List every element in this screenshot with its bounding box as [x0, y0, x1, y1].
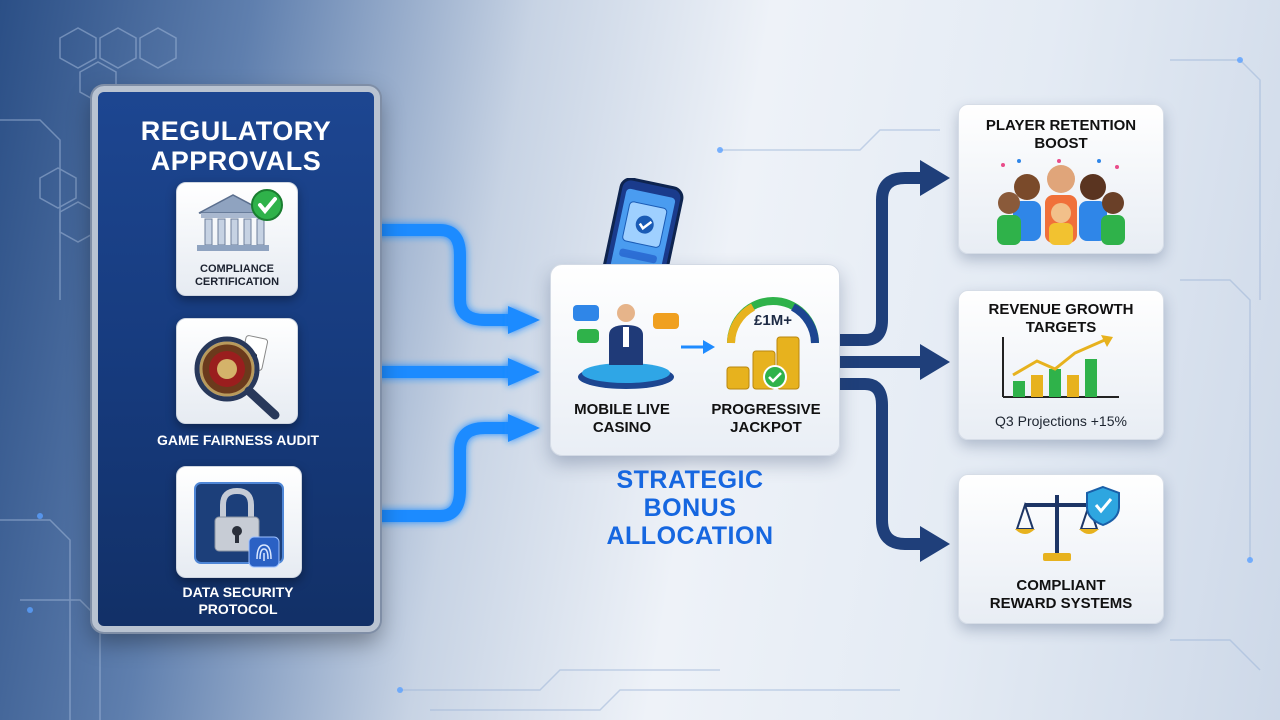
- outflow-arrow-retention: [838, 172, 925, 346]
- compliance-label-line1: COMPLIANCE: [200, 263, 274, 275]
- revenue-growth-footer: Q3 Projections +15%: [995, 413, 1127, 429]
- revenue-growth-title: REVENUE GROWTH TARGETS: [959, 301, 1163, 337]
- compliance-label-line2: CERTIFICATION: [194, 276, 280, 288]
- revenue-growth-line1: REVENUE GROWTH: [988, 301, 1134, 318]
- panel-title-line1: REGULATORY: [140, 116, 332, 146]
- flow-arrow-compliance: [324, 224, 516, 326]
- jackpot-badge: £1M+: [754, 312, 792, 329]
- data-security-label-line2: PROTOCOL: [198, 601, 278, 617]
- live-dealer-table-icon: [573, 304, 679, 389]
- mobile-live-casino-line2: CASINO: [592, 419, 652, 436]
- outflow-arrow-compliant: [838, 378, 925, 550]
- player-retention-line2: BOOST: [1034, 135, 1088, 152]
- data-security-label-line1: DATA SECURITY: [182, 584, 294, 600]
- happy-players-group-icon: [997, 159, 1125, 245]
- flow-arrow-security: [324, 422, 516, 522]
- compliance-certification-card: COMPLIANCE CERTIFICATION: [176, 182, 298, 296]
- compliant-reward-card: COMPLIANT REWARD SYSTEMS: [958, 474, 1164, 624]
- bar-chart-growth-icon: [1002, 335, 1119, 398]
- caption-line1: STRATEGIC: [616, 466, 764, 494]
- arrow-right-icon: [681, 340, 715, 354]
- strategic-bonus-allocation-caption: STRATEGIC BONUS ALLOCATION: [560, 466, 820, 550]
- compliant-reward-title: COMPLIANT REWARD SYSTEMS: [959, 577, 1163, 613]
- bank-building-checkmark-icon: [197, 189, 283, 251]
- caption-line2: BONUS: [643, 494, 737, 522]
- mobile-live-casino-label: MOBILE LIVE CASINO: [557, 401, 687, 437]
- panel-title: REGULATORY APPROVALS: [98, 116, 374, 176]
- padlock-fingerprint-icon: [194, 482, 284, 568]
- compliant-reward-line2: REWARD SYSTEMS: [989, 595, 1133, 612]
- caption-line3: ALLOCATION: [606, 522, 774, 550]
- player-retention-card: PLAYER RETENTION BOOST: [958, 104, 1164, 254]
- progressive-jackpot-line1: PROGRESSIVE: [711, 401, 821, 418]
- progressive-jackpot-label: PROGRESSIVE JACKPOT: [701, 401, 831, 437]
- scales-shield-icon: [1015, 485, 1120, 561]
- game-fairness-label: GAME FAIRNESS AUDIT: [156, 432, 320, 448]
- panel-title-line2: APPROVALS: [150, 146, 322, 176]
- progressive-jackpot-line2: JACKPOT: [730, 419, 802, 436]
- regulatory-approvals-panel: REGULATORY APPROVALS COMPLIANCE CERTIFIC…: [92, 86, 380, 632]
- player-retention-title: PLAYER RETENTION BOOST: [959, 117, 1163, 153]
- data-security-label: DATA SECURITY PROTOCOL: [128, 584, 348, 618]
- compliant-reward-line1: COMPLIANT: [1016, 577, 1106, 594]
- game-fairness-audit-card: ♠: [176, 318, 298, 424]
- jackpot-gauge-coins-icon: £1M+: [726, 297, 819, 390]
- revenue-growth-line2: TARGETS: [1025, 319, 1097, 336]
- data-security-card: [176, 466, 302, 578]
- mobile-live-casino-line1: MOBILE LIVE: [574, 401, 670, 418]
- player-retention-line1: PLAYER RETENTION: [985, 117, 1137, 134]
- revenue-growth-card: REVENUE GROWTH TARGETS Q3 Projections +1…: [958, 290, 1164, 440]
- roulette-magnifier-icon: ♠: [194, 335, 280, 420]
- center-bonus-card: £1M+ MOBILE LIVE CASINO PROGRESSIVE JACK…: [550, 264, 840, 456]
